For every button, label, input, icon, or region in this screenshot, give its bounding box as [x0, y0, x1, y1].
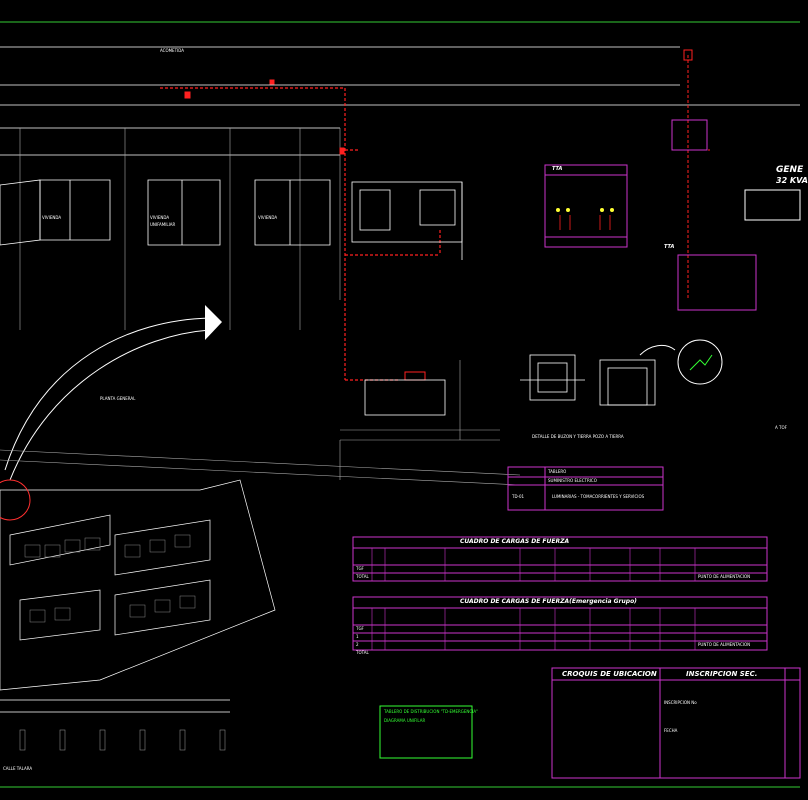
side-roads — [0, 360, 521, 486]
planta-general-label: PLANTA GENERAL — [100, 396, 136, 401]
site-plan-detail — [24, 534, 196, 623]
house-sub-label: UNIFAMILIAR — [150, 222, 176, 227]
house-blocks — [0, 179, 331, 246]
legend-header-1: TABLERO — [548, 469, 567, 474]
tta-cabinet — [677, 254, 757, 311]
table2-note: PUNTO DE ALIMENTACION — [698, 642, 751, 647]
inscripcion-title: INSCRIPCION SEC. — [686, 670, 758, 678]
legend-box — [507, 466, 664, 511]
generator-title: GENE — [776, 165, 804, 175]
generator-riser — [687, 55, 710, 300]
table2-row-1: TGF — [356, 626, 364, 631]
tta-title: TTA — [552, 166, 563, 172]
arrowhead — [205, 305, 222, 340]
generator-sub: 32 KVA — [776, 176, 808, 185]
location-marker — [0, 479, 31, 521]
property-lines — [19, 128, 341, 330]
title-block — [551, 667, 801, 779]
tta-panel — [544, 164, 628, 248]
table1-grid — [352, 536, 768, 582]
green-box-title: TABLERO DE DISTRIBUCION "TD-EMERGENCIA" — [384, 709, 478, 714]
ground-detail — [677, 339, 723, 385]
legend-desc: LUMINARIAS - TOMACORRIENTES Y SERVICIOS — [552, 494, 645, 499]
location-arrow — [4, 317, 211, 471]
transfer-box — [671, 119, 708, 151]
table1-row-2: TOTAL — [356, 574, 369, 579]
table2-grid — [352, 596, 768, 651]
pit-detail — [520, 354, 656, 406]
table2-row-4: TOTAL — [356, 650, 369, 655]
croquis-title: CROQUIS DE UBICACION — [562, 670, 657, 678]
legend-header-2: SUMINISTRO ELECTRICO — [548, 478, 597, 483]
green-box-sub: DIAGRAMA UNIFILAR — [384, 718, 426, 723]
table2-row-3: 2 — [356, 642, 359, 647]
legend-col-1: TD-01 — [512, 494, 525, 499]
building-plan — [351, 181, 463, 416]
a-tof-label: A TOF — [775, 425, 787, 430]
table2-row-2: 1 — [356, 634, 359, 639]
table2-title: CUADRO DE CARGAS DE FUERZA(Emergencia Gr… — [460, 598, 637, 605]
site-plan — [0, 479, 276, 713]
table1-note: PUNTO DE ALIMENTACION — [698, 574, 751, 579]
tta-label: TTA — [664, 244, 675, 250]
house-label-3: VIVIENDA — [258, 215, 278, 220]
drawing-frame — [0, 21, 800, 788]
plot-top-label: ACOMETIDA — [160, 48, 184, 53]
detail-caption: DETALLE DE BUZON Y TIERRA POZO A TIERRA — [532, 434, 624, 439]
generator-body — [744, 189, 801, 221]
table1-title: CUADRO DE CARGAS DE FUERZA — [460, 538, 570, 545]
green-note-box — [379, 705, 473, 759]
inscripcion-no: INSCRIPCION No — [664, 700, 697, 705]
street-lines — [0, 46, 800, 156]
fecha-label: FECHA — [664, 728, 678, 733]
house-label-2: VIVIENDA — [150, 215, 170, 220]
street-label: CALLE TALARA — [3, 766, 33, 771]
table1-row-1: TGF — [356, 566, 364, 571]
location-arrow-lower — [9, 329, 211, 481]
house-label-1: VIVIENDA — [42, 215, 62, 220]
